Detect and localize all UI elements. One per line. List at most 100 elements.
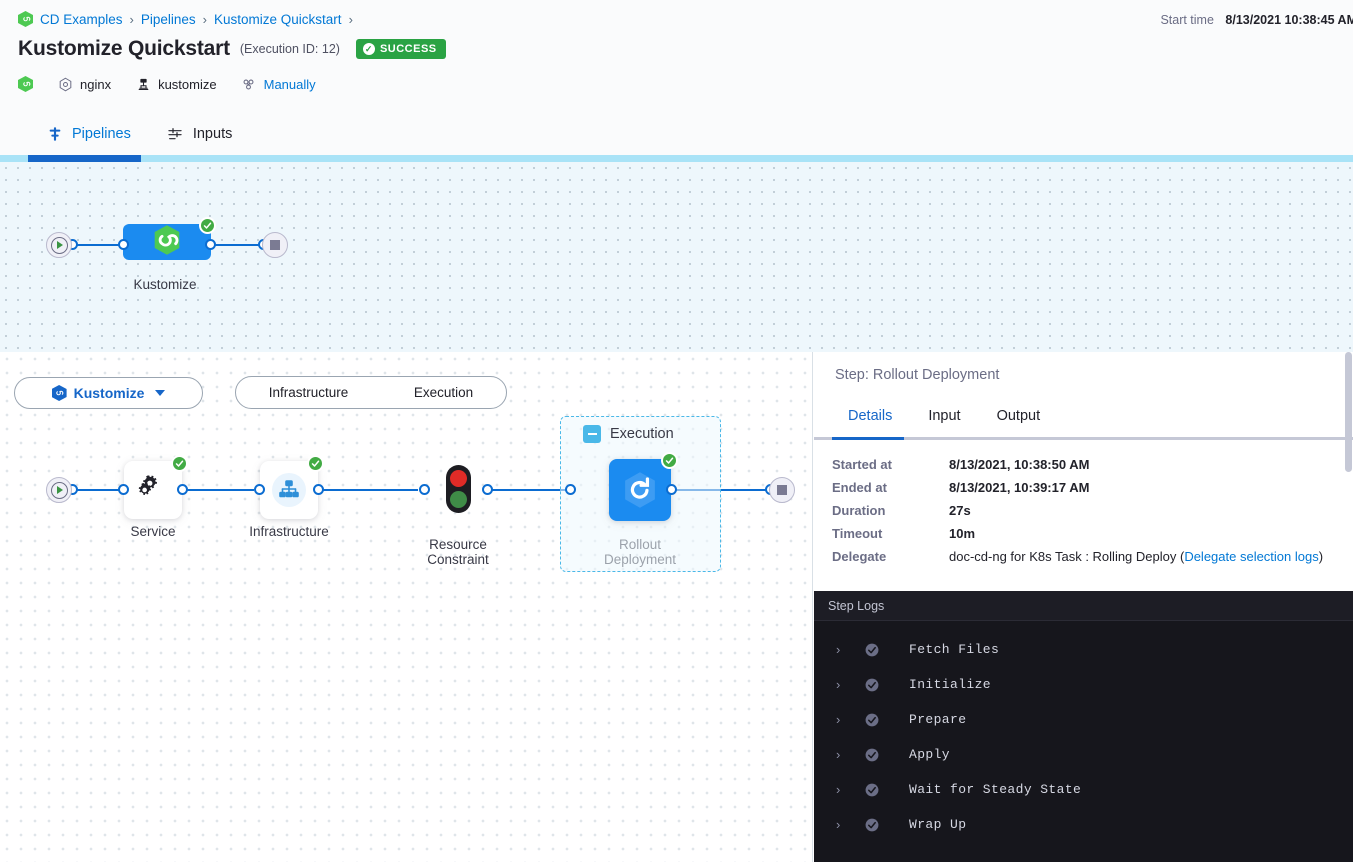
infrastructure-tree-icon bbox=[270, 471, 308, 509]
status-success-icon bbox=[307, 455, 324, 472]
graph-port bbox=[419, 484, 430, 495]
detail-value: 8/13/2021, 10:39:17 AM bbox=[949, 480, 1090, 495]
log-row-label: Wrap Up bbox=[909, 817, 967, 832]
chevron-down-icon bbox=[155, 390, 166, 396]
tab-input[interactable]: Input bbox=[928, 408, 961, 424]
log-row-prepare[interactable]: › Prepare bbox=[814, 702, 1353, 737]
meta-deployment-label: kustomize bbox=[158, 76, 217, 92]
delegate-selection-logs-link[interactable]: Delegate selection logs bbox=[1184, 549, 1319, 564]
execution-group-label: Execution bbox=[610, 426, 674, 442]
graph-port bbox=[118, 484, 129, 495]
step-logs-title: Step Logs bbox=[828, 598, 885, 613]
minus-square-icon[interactable] bbox=[583, 425, 601, 443]
step-logs-header: Step Logs bbox=[814, 591, 1353, 621]
execution-group-header[interactable]: Execution bbox=[583, 425, 674, 443]
graph-port bbox=[666, 484, 677, 495]
status-success-icon bbox=[865, 818, 879, 832]
step-logs-panel: Step Logs › Fetch Files › Initialize bbox=[814, 591, 1353, 862]
log-row-fetch-files[interactable]: › Fetch Files bbox=[814, 632, 1353, 667]
stage-node-infrastructure-label: Infrastructure bbox=[249, 524, 329, 539]
stage-selector-dropdown[interactable]: Kustomize bbox=[14, 377, 203, 409]
graph-port bbox=[482, 484, 493, 495]
chevron-right-icon[interactable]: › bbox=[836, 677, 841, 692]
chevron-right-icon[interactable]: › bbox=[836, 642, 841, 657]
breadcrumb-separator: › bbox=[348, 11, 353, 27]
detail-row-started-at: Started at 8/13/2021, 10:38:50 AM bbox=[832, 457, 1342, 473]
breadcrumb: CD Examples › Pipelines › Kustomize Quic… bbox=[18, 11, 353, 27]
breadcrumb-item-0[interactable]: CD Examples bbox=[40, 11, 123, 27]
tab-active-indicator bbox=[28, 155, 141, 162]
graph-edge bbox=[210, 244, 266, 246]
detail-value: 27s bbox=[949, 503, 971, 518]
log-row-apply[interactable]: › Apply bbox=[814, 737, 1353, 772]
tab-pipelines[interactable]: Pipelines bbox=[28, 112, 149, 156]
traffic-light-red-icon bbox=[450, 469, 467, 487]
rollout-refresh-icon bbox=[620, 469, 660, 511]
check-icon: ✓ bbox=[362, 43, 375, 55]
meta-item-trigger[interactable]: Manually bbox=[241, 76, 316, 92]
breadcrumb-separator: › bbox=[129, 11, 134, 27]
step-panel-title: Step: Rollout Deployment bbox=[835, 367, 1000, 383]
pipeline-icon bbox=[46, 126, 63, 143]
chevron-right-icon[interactable]: › bbox=[836, 782, 841, 797]
main-tabs: Pipelines Inputs bbox=[0, 112, 1353, 158]
stage-node-infrastructure[interactable] bbox=[260, 455, 324, 519]
log-row-wrap-up[interactable]: › Wrap Up bbox=[814, 807, 1353, 842]
stage-graph-canvas[interactable]: Kustomize Infrastructure Execution Execu… bbox=[0, 352, 813, 862]
tab-output[interactable]: Output bbox=[996, 408, 1041, 424]
detail-row-delegate: Delegate doc-cd-ng for K8s Task : Rollin… bbox=[832, 549, 1342, 565]
status-success-icon bbox=[865, 678, 879, 692]
status-success-icon bbox=[865, 713, 879, 727]
stage-node-rollout-deployment[interactable] bbox=[609, 452, 678, 521]
graph-port bbox=[565, 484, 576, 495]
detail-row-ended-at: Ended at 8/13/2021, 10:39:17 AM bbox=[832, 480, 1342, 496]
status-success-icon bbox=[661, 452, 678, 469]
kustomize-hex-icon bbox=[51, 385, 67, 401]
detail-row-duration: Duration 27s bbox=[832, 503, 1342, 519]
stage-start-node[interactable] bbox=[46, 477, 72, 503]
stop-square-icon bbox=[777, 485, 787, 495]
stage-end-node[interactable] bbox=[769, 477, 795, 503]
detail-key: Timeout bbox=[832, 526, 883, 541]
graph-port bbox=[205, 239, 216, 250]
execution-meta-row: nginx kustomize bbox=[18, 76, 340, 92]
meta-item-deployment-type: kustomize bbox=[135, 76, 217, 92]
chevron-right-icon[interactable]: › bbox=[836, 747, 841, 762]
stage-node-kustomize[interactable] bbox=[123, 217, 216, 261]
pipeline-overview-graph: Kustomize bbox=[0, 162, 813, 352]
meta-item-service: nginx bbox=[57, 76, 111, 92]
tab-inputs-label: Inputs bbox=[192, 126, 233, 142]
stage-node-service[interactable] bbox=[124, 455, 188, 519]
stage-selector-label: Kustomize bbox=[73, 385, 145, 401]
segment-execution[interactable]: Execution bbox=[413, 385, 474, 400]
page-scrollbar[interactable] bbox=[1345, 352, 1352, 472]
kustomize-hex-icon bbox=[152, 224, 182, 261]
detail-key: Ended at bbox=[832, 480, 887, 495]
log-row-initialize[interactable]: › Initialize bbox=[814, 667, 1353, 702]
chevron-right-icon[interactable]: › bbox=[836, 712, 841, 727]
tab-inputs[interactable]: Inputs bbox=[149, 112, 251, 156]
log-row-label: Prepare bbox=[909, 712, 967, 727]
tab-details[interactable]: Details bbox=[848, 408, 893, 424]
stage-node-resource-constraint[interactable] bbox=[446, 465, 471, 513]
tab-underline-bar bbox=[0, 155, 1353, 162]
log-row-label: Initialize bbox=[909, 677, 992, 692]
stage-view-toggle[interactable]: Infrastructure Execution bbox=[235, 376, 507, 409]
segment-infrastructure[interactable]: Infrastructure bbox=[268, 385, 349, 400]
breadcrumb-item-1[interactable]: Pipelines bbox=[140, 11, 196, 27]
stop-square-icon bbox=[270, 240, 280, 250]
pipeline-start-node[interactable] bbox=[46, 232, 72, 258]
start-time-label: Start time bbox=[1160, 13, 1214, 27]
chevron-right-icon[interactable]: › bbox=[836, 817, 841, 832]
breadcrumb-item-2[interactable]: Kustomize Quickstart bbox=[214, 11, 342, 27]
delegate-value-prefix: doc-cd-ng for K8s Task : Rolling Deploy … bbox=[949, 549, 1185, 564]
step-details-list: Started at 8/13/2021, 10:38:50 AM Ended … bbox=[832, 457, 1342, 572]
log-row-wait-for-steady-state[interactable]: › Wait for Steady State bbox=[814, 772, 1353, 807]
start-play-icon bbox=[50, 481, 68, 499]
pipeline-end-node[interactable] bbox=[262, 232, 288, 258]
pipeline-overview-canvas[interactable]: Kustomize bbox=[0, 162, 1353, 352]
meta-service-label: nginx bbox=[80, 76, 112, 92]
breadcrumb-separator: › bbox=[202, 11, 208, 27]
detail-value: 8/13/2021, 10:38:50 AM bbox=[949, 457, 1090, 472]
